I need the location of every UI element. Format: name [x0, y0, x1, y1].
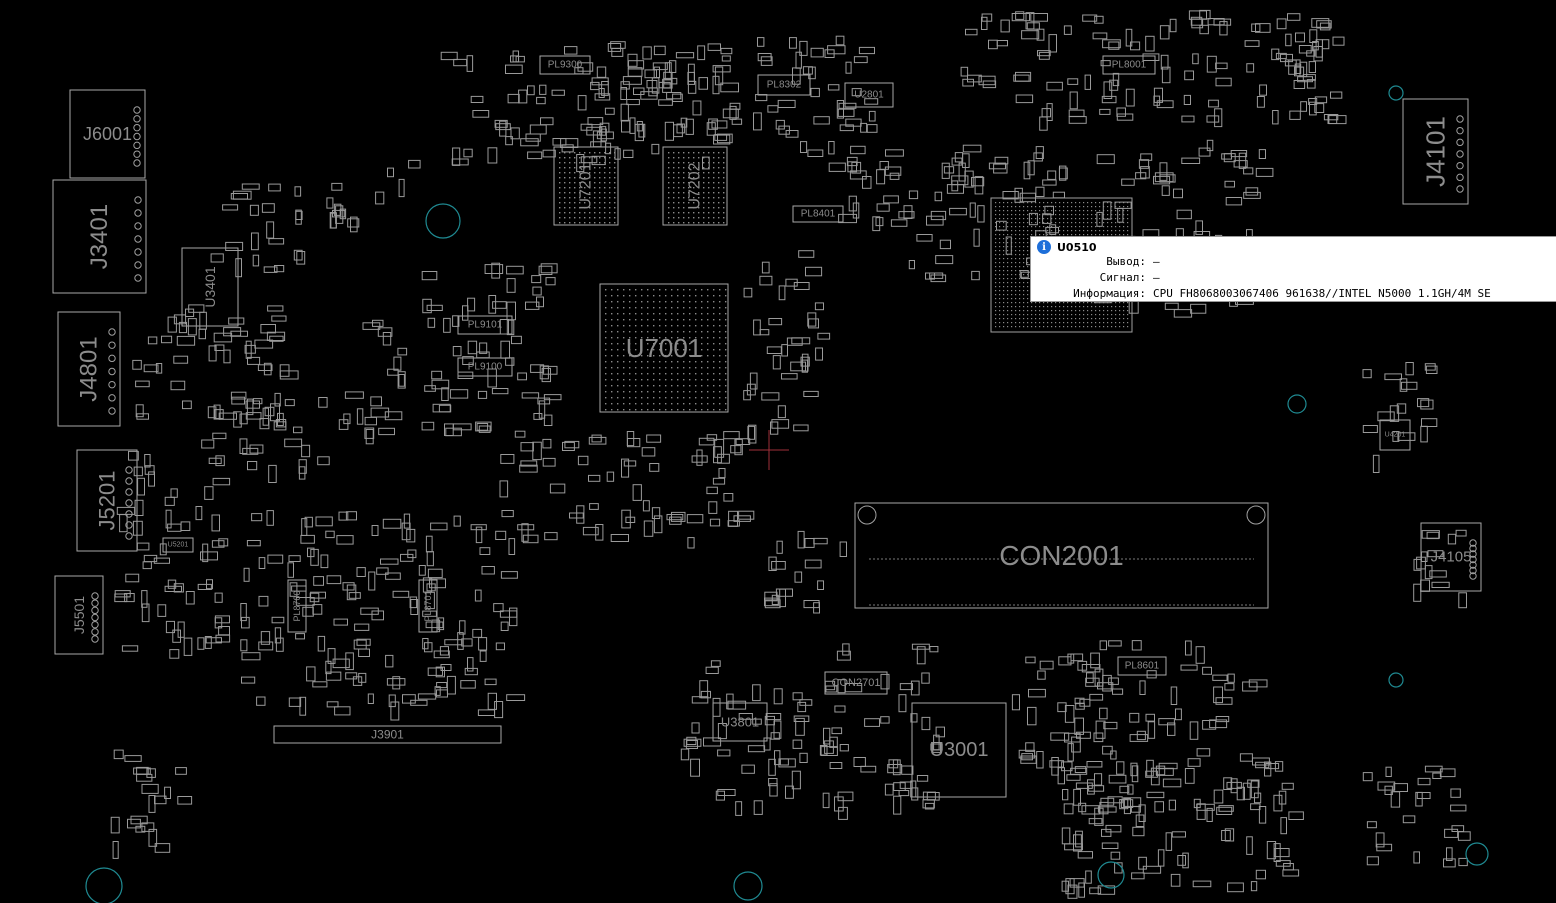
component-j4801[interactable] — [57, 311, 121, 427]
component-pl9300[interactable] — [539, 55, 591, 75]
component-con2001[interactable] — [854, 502, 1269, 609]
component-info-tooltip: i U0510 Вывод: — Сигнал: — Информация: C… — [1030, 236, 1556, 302]
component-label-j6001: J6001 — [83, 124, 132, 144]
component-label-pl8701: PL8701 — [423, 590, 433, 621]
component-u7201[interactable] — [553, 146, 619, 226]
component-label-pl8700: PL8700 — [292, 590, 302, 621]
component-label-u4201: U4201 — [1385, 432, 1406, 439]
component-label-pl8601: PL8601 — [1125, 661, 1160, 672]
passive-cluster — [1238, 149, 1274, 177]
mounting-hole — [1287, 394, 1307, 414]
component-label-j4801: J4801 — [76, 336, 103, 401]
passive-cluster — [132, 304, 299, 430]
passive-cluster — [338, 319, 408, 445]
component-label-con2701: CON2701 — [832, 677, 881, 689]
component-u3801[interactable] — [712, 702, 768, 742]
passive-cluster — [819, 643, 945, 820]
component-u2801[interactable] — [844, 82, 894, 108]
tooltip-title: U0510 — [1057, 240, 1097, 254]
component-j6001[interactable] — [69, 89, 146, 179]
component-label-pl8401: PL8401 — [801, 209, 836, 220]
passive-cluster — [743, 250, 831, 444]
component-label-u3801: U3801 — [721, 715, 759, 730]
tooltip-row-info: Информация: CPU FH8068003067406 961638//… — [1073, 287, 1491, 300]
component-pl8001[interactable] — [1102, 55, 1156, 75]
component-label-j4101: J4101 — [1421, 116, 1451, 187]
component-pl9101[interactable] — [457, 315, 513, 335]
passive-cluster — [201, 391, 330, 483]
mounting-hole — [425, 203, 461, 239]
tooltip-row-signal: Сигнал: — — [1099, 271, 1160, 284]
component-label-j4105: J4105 — [1431, 549, 1472, 566]
component-pl8701[interactable] — [418, 579, 438, 633]
passive-cluster — [440, 41, 733, 173]
component-label-pl8001: PL8001 — [1112, 60, 1147, 71]
component-label-j5501: J5501 — [71, 596, 87, 634]
passive-cluster — [326, 159, 421, 233]
passive-cluster — [800, 141, 919, 232]
passive-cluster — [421, 262, 562, 437]
passive-cluster — [764, 530, 847, 614]
tooltip-row-pin: Вывод: — — [1106, 255, 1160, 268]
mounting-hole — [1097, 861, 1125, 889]
mounting-hole — [733, 871, 763, 901]
info-icon: i — [1037, 240, 1051, 254]
component-label-j5201: J5201 — [95, 471, 120, 531]
component-label-u3401: U3401 — [202, 266, 218, 307]
passive-cluster — [680, 660, 813, 816]
passive-cluster — [114, 450, 231, 659]
component-label-pl9100: PL9100 — [468, 362, 503, 373]
passive-cluster — [590, 35, 879, 148]
passive-cluster — [499, 430, 755, 555]
mounting-hole — [1388, 85, 1404, 101]
component-label-u7001: U7001 — [626, 333, 703, 363]
component-u3001[interactable] — [911, 702, 1007, 798]
component-u3401[interactable] — [181, 247, 239, 327]
component-j3401[interactable] — [52, 179, 147, 294]
component-j5501[interactable] — [54, 575, 104, 655]
component-label-j3901: J3901 — [371, 728, 404, 742]
component-label-pl8302: PL8302 — [767, 80, 802, 91]
component-label-j3401: J3401 — [86, 204, 113, 269]
passive-cluster — [1285, 32, 1330, 116]
passive-cluster — [1061, 761, 1304, 899]
passive-cluster — [110, 749, 193, 859]
component-label-u3001: U3001 — [930, 739, 989, 761]
passive-cluster — [240, 510, 526, 721]
passive-cluster — [960, 9, 1347, 131]
component-u5201[interactable] — [162, 537, 194, 553]
component-label-u2801: U2801 — [854, 90, 884, 101]
component-pl8302[interactable] — [757, 74, 811, 96]
component-pl8700[interactable] — [287, 579, 307, 633]
mounting-hole — [85, 867, 123, 903]
component-label-con2001: CON2001 — [999, 540, 1124, 571]
mounting-hole — [1388, 672, 1404, 688]
component-label-u5201: U5201 — [168, 542, 189, 549]
crosshair-cursor — [749, 430, 789, 470]
component-pl8601[interactable] — [1117, 656, 1167, 676]
component-u4201[interactable] — [1379, 419, 1411, 451]
component-j3901[interactable] — [273, 725, 502, 744]
component-label-pl9101: PL9101 — [468, 320, 503, 331]
component-u7202[interactable] — [662, 146, 728, 226]
passive-cluster — [1362, 765, 1471, 868]
component-u7001[interactable] — [599, 283, 729, 413]
mounting-hole — [1465, 842, 1489, 866]
component-label-u7202: U7202 — [687, 162, 704, 209]
passive-cluster — [1413, 529, 1468, 609]
passive-cluster — [210, 183, 306, 278]
component-j4101[interactable] — [1402, 98, 1469, 205]
passive-cluster — [1362, 362, 1438, 473]
component-label-u7201: U7201 — [578, 162, 595, 209]
component-label-pl9300: PL9300 — [548, 60, 583, 71]
